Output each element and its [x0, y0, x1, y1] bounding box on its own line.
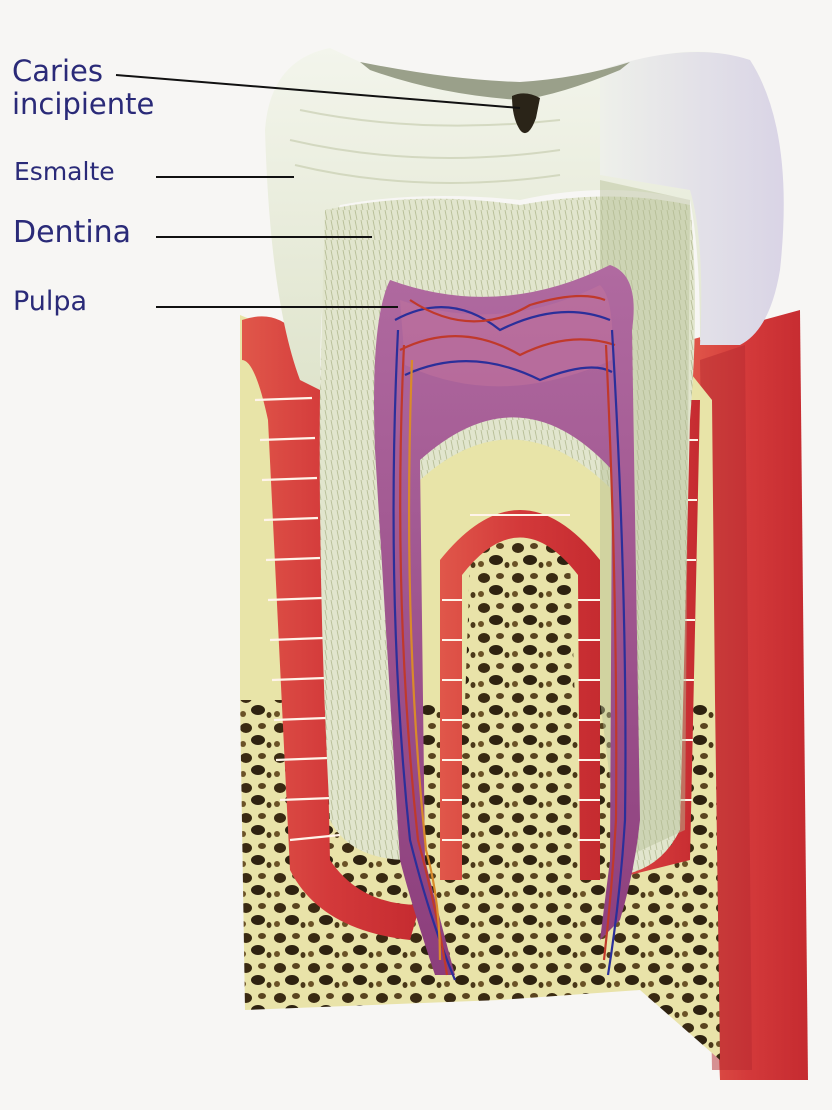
label-esmalte: Esmalte — [14, 158, 115, 187]
label-dentina: Dentina — [13, 216, 131, 251]
label-caries-line2: incipiente — [12, 88, 154, 121]
label-pulpa: Pulpa — [13, 286, 87, 317]
label-caries-line1: Caries — [12, 55, 154, 88]
label-caries-incipiente: Caries incipiente — [12, 55, 154, 122]
